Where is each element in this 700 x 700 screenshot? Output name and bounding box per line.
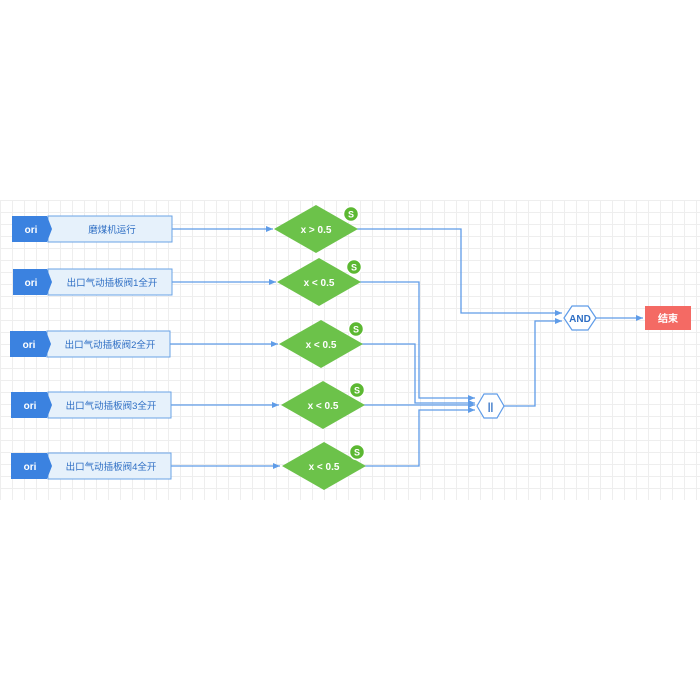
connector-layer [170,226,643,469]
and-gate-node[interactable]: AND [563,305,597,331]
source-label-2: 出口气动插板阀1全开 [67,277,158,289]
condition-node-3[interactable]: x < 0.5 S [279,320,365,368]
condition-label-3: x < 0.5 [306,340,337,351]
source-tag-1: ori [25,225,38,236]
source-label-1: 磨煤机运行 [88,224,136,236]
source-tag-3: ori [23,340,36,351]
end-node-label: 结束 [658,312,679,325]
or-gate-label: || [488,402,494,413]
status-badge-2 [345,258,363,276]
source-label-5: 出口气动插板阀4全开 [66,461,157,473]
connector-condition-5-to-or-gate [361,407,475,467]
source-node-4[interactable]: ori 出口气动插板阀3全开 [11,391,172,419]
status-badge-1 [342,205,360,223]
status-badge-3 [347,320,365,338]
source-tag-5: ori [24,462,37,473]
and-gate-label: AND [569,314,591,325]
condition-label-5: x < 0.5 [309,462,340,473]
source-label-3: 出口气动插板阀2全开 [65,339,156,351]
connector-or-gate-to-and-gate [503,318,562,407]
condition-node-5[interactable]: x < 0.5 S [282,442,366,490]
condition-label-2: x < 0.5 [304,278,335,289]
source-node-2[interactable]: ori 出口气动插板阀1全开 [13,268,173,296]
condition-node-2[interactable]: x < 0.5 S [277,258,363,306]
condition-node-1[interactable]: x > 0.5 S [274,205,360,253]
or-gate-node[interactable]: || [476,393,505,419]
condition-node-4[interactable]: x < 0.5 S [281,381,366,429]
connector-condition-2-to-or-gate [359,281,475,401]
status-badge-label-3: S [353,325,359,335]
connector-condition-3-to-or-gate [359,343,475,406]
condition-label-4: x < 0.5 [308,401,339,412]
source-node-1[interactable]: ori 磨煤机运行 [12,215,173,243]
connector-condition-1-to-and-gate [357,228,562,316]
status-badge-5 [348,443,366,461]
source-tag-2: ori [25,278,38,289]
status-badge-label-4: S [354,386,360,396]
condition-label-1: x > 0.5 [301,225,332,236]
status-badge-4 [348,381,366,399]
status-badge-label-2: S [351,263,357,273]
source-tag-4: ori [24,401,37,412]
status-badge-label-1: S [348,210,354,220]
status-badge-label-5: S [354,448,360,458]
source-node-3[interactable]: ori 出口气动插板阀2全开 [10,330,171,358]
source-node-5[interactable]: ori 出口气动插板阀4全开 [11,452,172,480]
end-node[interactable]: 结束 [645,306,691,330]
source-label-4: 出口气动插板阀3全开 [66,400,157,412]
